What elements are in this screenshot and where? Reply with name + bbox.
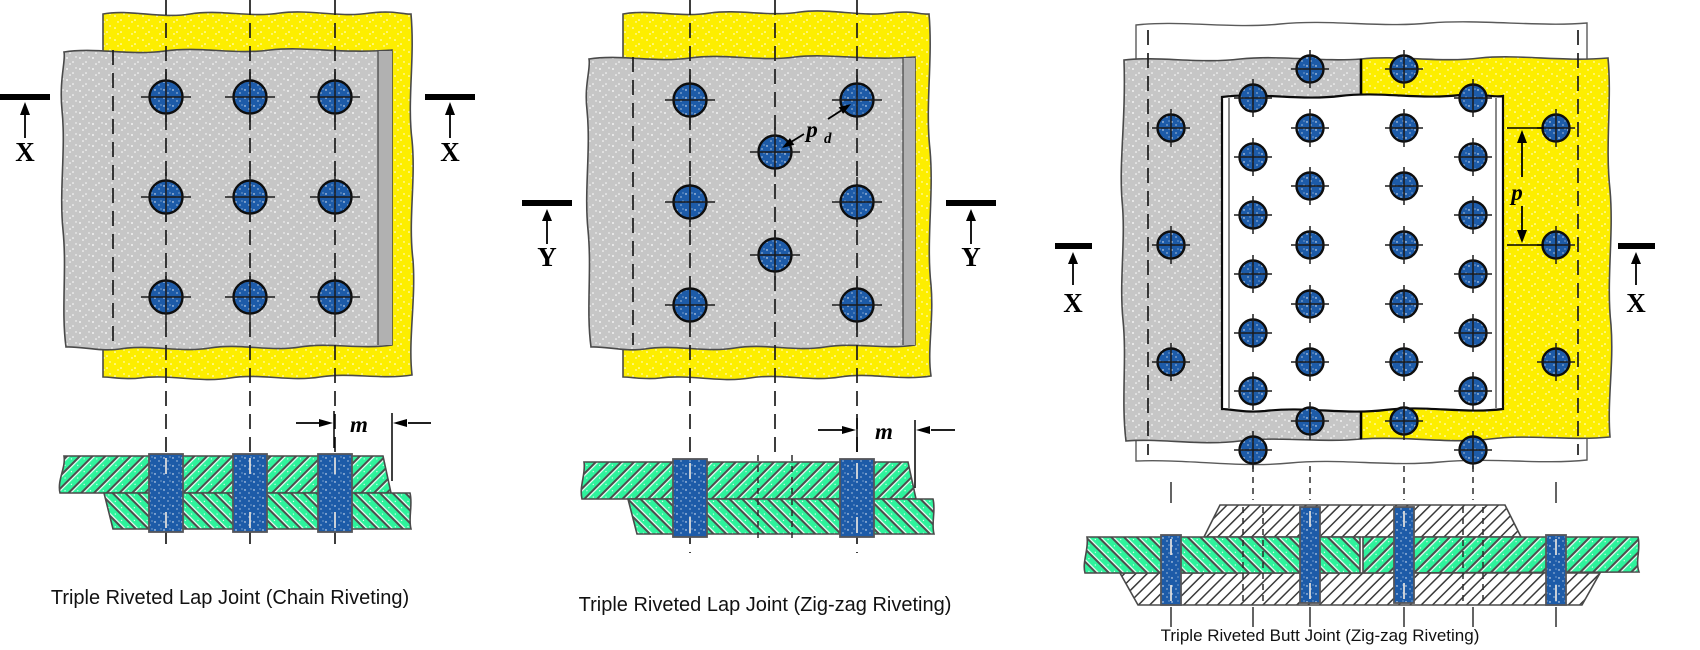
section-mark-x-left: X <box>1055 243 1092 318</box>
section-centerlines <box>1170 466 1557 627</box>
top-plate-gray <box>60 48 393 351</box>
diagram-lap-chain: X X m Triple Riveted Lap Joint (Chain Ri… <box>0 0 475 609</box>
section-mark-y-left: Y <box>522 200 572 272</box>
lower-cover-section <box>1118 572 1602 606</box>
plate-edge-band <box>378 51 392 345</box>
section-rivets <box>672 458 875 538</box>
section-view <box>58 453 413 533</box>
caption: Triple Riveted Butt Joint (Zig-zag Rivet… <box>1161 626 1480 645</box>
plate-edge-band <box>903 58 915 345</box>
diagonal-pitch-subscript: d <box>824 131 832 147</box>
caption: Triple Riveted Lap Joint (Zig-zag Riveti… <box>579 594 952 616</box>
margin-label: m <box>875 419 893 444</box>
section-label: X <box>1063 288 1083 318</box>
rivet-grid <box>665 75 882 330</box>
section-label: X <box>1626 288 1646 318</box>
diagonal-pitch-dimension: p d <box>782 104 851 148</box>
diagram-lap-zigzag: p d Y Y m <box>522 0 996 616</box>
section-view <box>1083 466 1641 627</box>
rivet-section <box>1393 506 1415 604</box>
rivet-grid <box>141 72 360 322</box>
section-view <box>580 455 936 540</box>
section-mark-x-right: X <box>425 94 475 167</box>
upper-cover-section <box>1202 504 1523 538</box>
section-label: X <box>440 137 460 167</box>
upper-cover-strap <box>1220 93 1505 413</box>
margin-dimension: m <box>296 411 431 481</box>
section-rivets <box>1160 506 1567 606</box>
caption: Triple Riveted Lap Joint (Chain Riveting… <box>51 587 409 609</box>
pitch-dimension: p <box>1507 127 1544 246</box>
section-label: X <box>15 137 35 167</box>
margin-dimension: m <box>818 418 955 488</box>
rivet-grid <box>1152 50 1575 469</box>
main-plate-right-section <box>1362 536 1641 574</box>
diagonal-pitch-label: p <box>804 117 818 142</box>
rivet-section <box>1299 506 1321 604</box>
rivet-section <box>1545 534 1567 606</box>
section-label: Y <box>961 242 981 272</box>
margin-label: m <box>350 412 368 437</box>
section-mark-x-right: X <box>1618 243 1655 318</box>
section-rivets <box>148 453 353 533</box>
section-mark-y-right: Y <box>946 200 996 272</box>
section-mark-x-left: X <box>0 94 50 167</box>
pitch-label: p <box>1509 180 1523 205</box>
rivet-section <box>1160 534 1182 606</box>
section-label: Y <box>537 242 557 272</box>
top-plate-gray <box>585 55 916 351</box>
diagram-butt-zigzag: p X X <box>1055 21 1655 645</box>
